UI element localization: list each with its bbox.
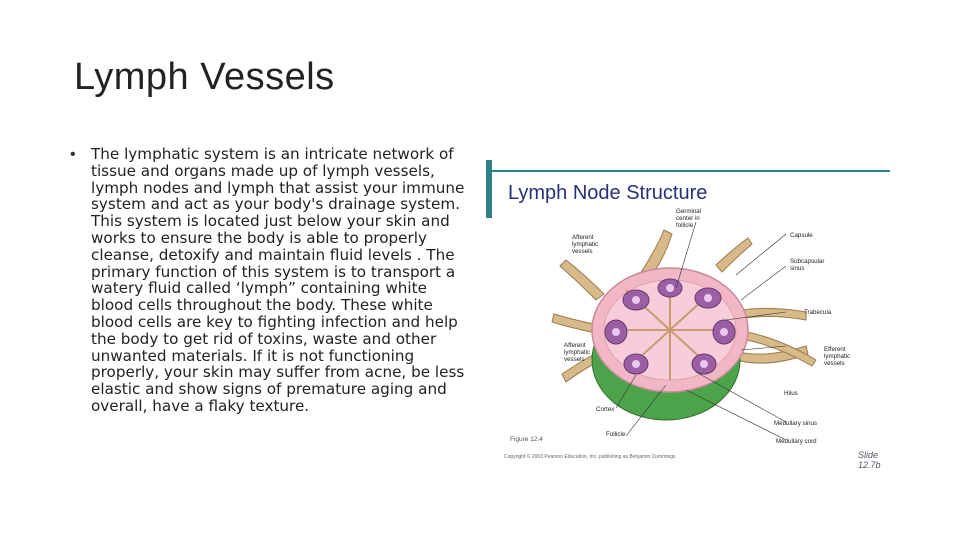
label-cortex: Cortex [596,406,615,413]
label-germinal-center: Germinal center in follicle [676,208,702,229]
slide-mark: Slide 12.7b [858,450,881,470]
figure-title: Lymph Node Structure [508,182,708,204]
label-medullary-sinus: Medullary sinus [774,420,817,427]
germinal-centers [612,284,728,368]
lymph-node-figure: Lymph Node Structure [486,160,890,472]
bullet-item: • The lymphatic system is an intricate n… [70,146,470,415]
figure-accent-line [492,170,890,172]
label-afferent-left: Afferent lymphatic vessels [564,342,591,363]
label-afferent-top: Afferent lymphatic vessels [572,234,599,255]
label-follicle: Follicle [606,431,626,438]
slide-title: Lymph Vessels [74,56,335,98]
lymph-node-illustration [551,221,817,441]
leader-lines [615,221,787,441]
label-efferent: Efferent lymphatic vessels [824,346,851,367]
figure-accent-bar [486,160,492,218]
figure-copyright: Copyright © 2003 Pearson Education, Inc.… [504,454,676,460]
label-capsule: Capsule [790,232,813,239]
bullet-marker: • [70,146,76,163]
label-hilus: Hilus [784,390,798,397]
figure-number: Figure 12.4 [510,436,543,443]
label-subcapsular-sinus: Subcapsular sinus [790,258,825,272]
label-trabecula: Trabecula [804,309,832,316]
bullet-text: The lymphatic system is an intricate net… [91,145,465,415]
label-medullary-cord: Medullary cord [776,438,817,445]
